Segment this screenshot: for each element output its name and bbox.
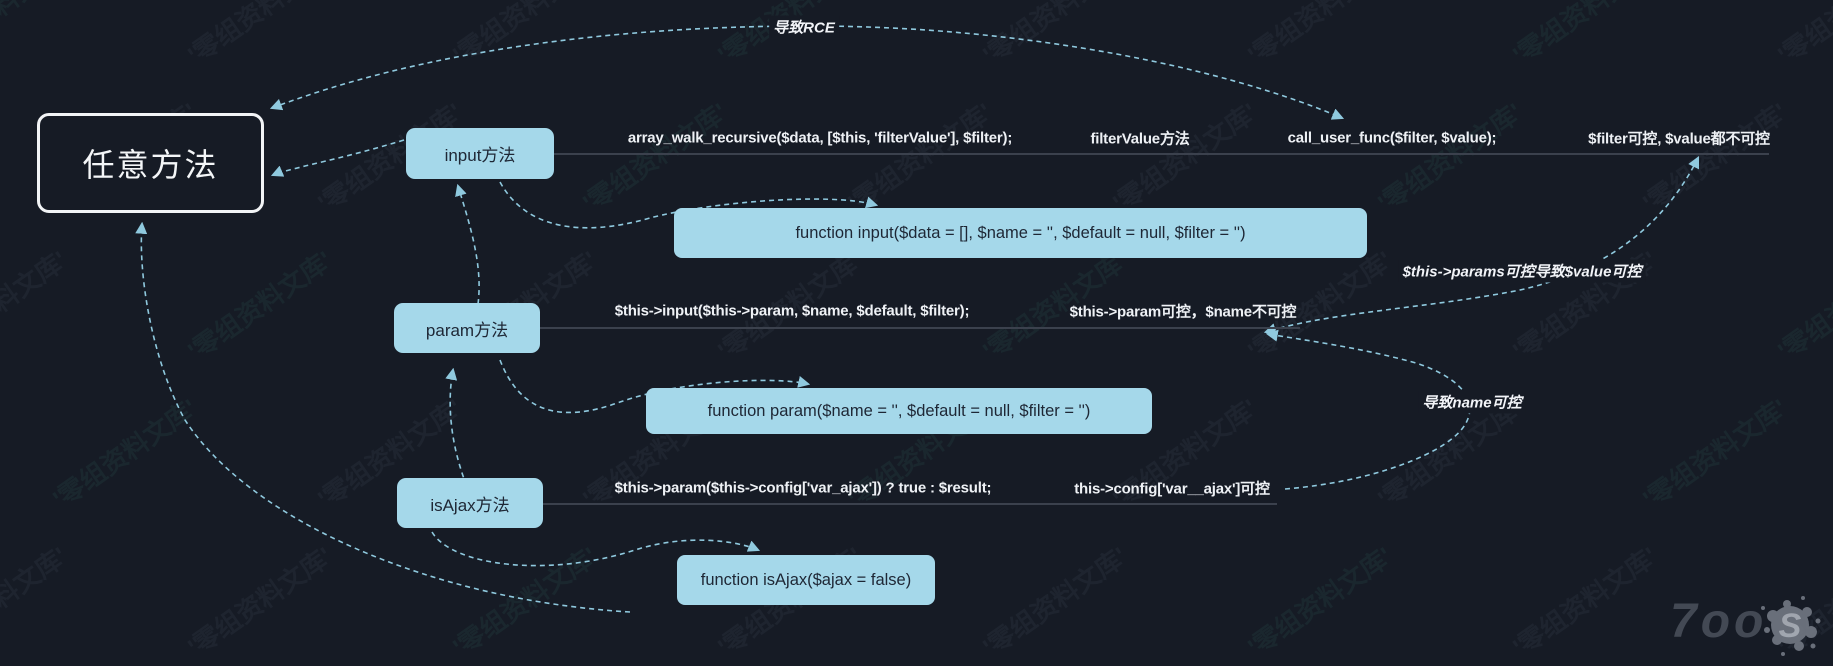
edge-isajax-chain-to-root (135, 221, 631, 613)
watermark-text: '零组资料文库' (447, 541, 603, 663)
text-config-var-ajax-controllable: this->config['var__ajax']可控 (1074, 480, 1270, 498)
text-this-input-call: $this->input($this->param, $name, $defau… (614, 302, 970, 320)
watermark-text: '零组资料文库' (1637, 393, 1793, 515)
watermark-text: '零组资料文库' (977, 0, 1133, 71)
node-isajax-method[interactable]: isAjax方法 (397, 478, 543, 528)
root-node-arbitrary-method[interactable]: 任意方法 (37, 113, 264, 213)
watermark-text: '零组资料文库' (1507, 0, 1663, 71)
annotation-rce: 导致RCE (769, 15, 839, 39)
param-signature-text: function param($name = '', $default = nu… (707, 401, 1091, 420)
watermark-text: '零组资料文库' (1242, 0, 1398, 71)
watermark-text: '零组资料文库' (0, 0, 73, 71)
watermark-text: '零组资料文库' (182, 0, 338, 71)
watermark-text: '零组资料文库' (1772, 0, 1833, 71)
node-input-label: input方法 (444, 146, 516, 165)
node-param-method[interactable]: param方法 (394, 303, 540, 353)
logo-splat-letter: S (1779, 607, 1802, 645)
edge-rce-curve (269, 25, 1345, 120)
input-signature-text: function input($data = [], $name = '', $… (795, 223, 1246, 242)
text-filter-controllable: $filter可控, $value都不可控 (1588, 130, 1770, 148)
isajax-signature-text: function isAjax($ajax = false) (700, 570, 912, 589)
watermark-text: '零组资料文库' (0, 541, 73, 663)
watermark-text: '零组资料文库' (577, 97, 733, 219)
watermark-text: '零组资料文库' (447, 0, 603, 71)
annotation-params-value: $this->params可控导致$value可控 (1398, 259, 1646, 283)
watermark-text: '零组资料文库' (1107, 97, 1263, 219)
node-isajax-signature[interactable]: function isAjax($ajax = false) (677, 555, 935, 605)
node-param-label: param方法 (425, 320, 509, 340)
text-filtervalue-method: filterValue方法 (1090, 130, 1190, 148)
watermark-text: '零组资料文库' (1772, 245, 1833, 367)
watermark-text: '零组资料文库' (1242, 541, 1398, 663)
watermark-text: '零组资料文库' (0, 245, 73, 367)
branch-line-input (554, 153, 1769, 155)
branch-line-isajax (543, 503, 1277, 505)
watermark-text: '零组资料文库' (1372, 97, 1528, 219)
logo-splat-icon: S (1761, 596, 1821, 656)
watermark-text: '零组资料文库' (182, 541, 338, 663)
node-param-signature[interactable]: function param($name = '', $default = nu… (646, 388, 1152, 434)
watermark-text: '零组资料文库' (977, 541, 1133, 663)
edge-param-to-input (455, 183, 480, 305)
logo-watermark: 7oo S (1662, 588, 1822, 658)
root-node-label: 任意方法 (82, 147, 219, 183)
text-array-walk-recursive: array_walk_recursive($data, [$this, 'fil… (627, 129, 1013, 147)
node-input-method[interactable]: input方法 (406, 128, 554, 179)
watermark-text: '零组资料文库' (182, 245, 338, 367)
text-param-controllable: $this->param可控，$name不可控 (1069, 303, 1297, 321)
edge-isajax-to-param (445, 367, 471, 495)
branch-line-param (540, 327, 1300, 329)
watermark-text: '零组资料文库' (842, 97, 998, 219)
watermark-text: '零组资料文库' (1637, 97, 1793, 219)
edge-input-to-root (270, 139, 405, 177)
watermark-text: '零组资料文库' (47, 393, 203, 515)
node-input-signature[interactable]: function input($data = [], $name = '', $… (674, 208, 1367, 258)
watermark-text: '零组资料文库' (1507, 541, 1663, 663)
annotation-name-ctrl: 导致name可控 (1418, 390, 1526, 414)
text-this-param-config-call: $this->param($this->config['var_ajax']) … (614, 479, 992, 497)
text-call-user-func: call_user_func($filter, $value); (1287, 129, 1497, 147)
logo-text: 7oo (1670, 595, 1768, 648)
node-isajax-label: isAjax方法 (430, 495, 510, 515)
